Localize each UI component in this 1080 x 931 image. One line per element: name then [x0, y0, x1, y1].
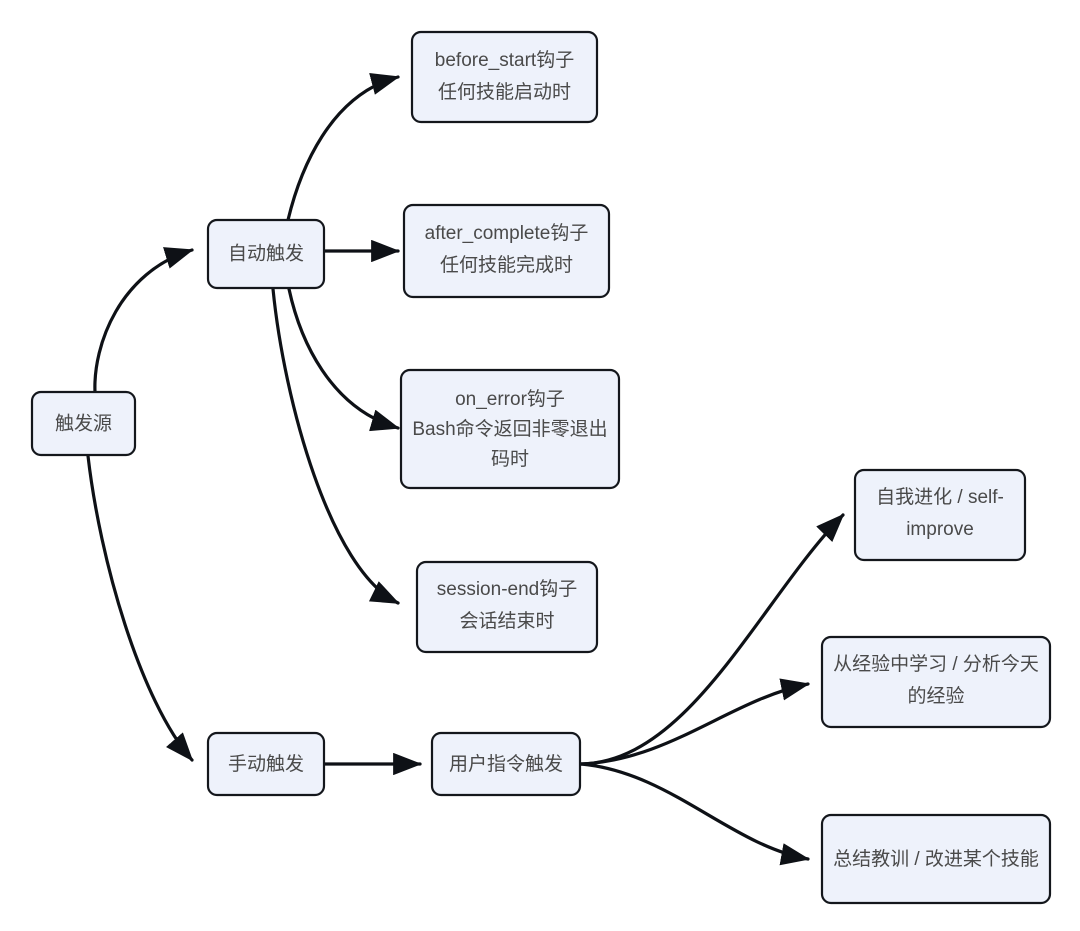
node-learn-from-experience-rect[interactable]: [820, 635, 1052, 729]
edge-auto-trigger-to-session-end: [271, 287, 400, 605]
node-after-complete-line2: 任何技能完成时: [440, 254, 573, 276]
node-before-start[interactable]: before_start钩子 任何技能启动时: [410, 30, 599, 124]
node-on-error-rect[interactable]: [399, 368, 621, 490]
node-after-complete-rect[interactable]: [402, 203, 611, 299]
node-self-improve-line1: 自我进化 / self-: [876, 486, 1004, 508]
node-manual-trigger-label: 手动触发: [228, 753, 304, 775]
edge-auto-trigger-to-on-error: [287, 287, 400, 432]
node-auto-trigger[interactable]: 自动触发: [206, 218, 326, 290]
node-session-end[interactable]: session-end钩子 会话结束时: [415, 560, 599, 654]
node-session-end-rect[interactable]: [415, 560, 599, 654]
edge-auto-trigger-to-before-start: [286, 73, 400, 222]
edge-trigger-source-to-auto-trigger: [93, 247, 194, 394]
node-learn-from-experience-line1: 从经验中学习 / 分析今天: [833, 653, 1039, 675]
edge-user-command-to-summarize-lessons: [579, 762, 810, 866]
node-before-start-rect[interactable]: [410, 30, 599, 124]
node-session-end-line1: session-end钩子: [437, 578, 577, 600]
node-summarize-lessons[interactable]: 总结教训 / 改进某个技能: [820, 813, 1052, 905]
edge-trigger-source-to-manual-trigger: [86, 454, 194, 762]
node-before-start-line1: before_start钩子: [435, 49, 574, 71]
node-on-error[interactable]: on_error钩子 Bash命令返回非零退出 码时: [399, 368, 621, 490]
edge-user-command-to-self-improve: [579, 513, 845, 766]
node-trigger-source-label: 触发源: [55, 413, 112, 435]
node-trigger-source-rect[interactable]: [30, 390, 137, 457]
node-user-command[interactable]: 用户指令触发: [430, 731, 582, 797]
node-trigger-source[interactable]: 触发源: [30, 390, 137, 457]
node-user-command-rect[interactable]: [430, 731, 582, 797]
node-manual-trigger[interactable]: 手动触发: [206, 731, 326, 797]
node-after-complete-line1: after_complete钩子: [425, 222, 589, 244]
node-self-improve-rect[interactable]: [853, 468, 1027, 562]
node-on-error-line2: Bash命令返回非零退出: [412, 418, 607, 440]
node-auto-trigger-rect[interactable]: [206, 218, 326, 290]
node-summarize-lessons-label: 总结教训 / 改进某个技能: [833, 848, 1039, 870]
node-before-start-line2: 任何技能启动时: [438, 81, 571, 103]
node-auto-trigger-label: 自动触发: [228, 243, 304, 265]
node-on-error-line3: 码时: [491, 448, 529, 470]
node-learn-from-experience[interactable]: 从经验中学习 / 分析今天 的经验: [820, 635, 1052, 729]
node-after-complete[interactable]: after_complete钩子 任何技能完成时: [402, 203, 611, 299]
node-session-end-line2: 会话结束时: [459, 610, 554, 632]
node-self-improve[interactable]: 自我进化 / self- improve: [853, 468, 1027, 562]
node-on-error-line1: on_error钩子: [455, 388, 565, 410]
node-self-improve-line2: improve: [906, 519, 974, 540]
node-manual-trigger-rect[interactable]: [206, 731, 326, 797]
edge-user-command-to-learn-from-experience: [579, 678, 810, 766]
node-user-command-label: 用户指令触发: [449, 753, 563, 775]
edge-layer: [86, 73, 845, 866]
node-learn-from-experience-line2: 的经验: [907, 685, 964, 707]
node-summarize-lessons-rect[interactable]: [820, 813, 1052, 905]
